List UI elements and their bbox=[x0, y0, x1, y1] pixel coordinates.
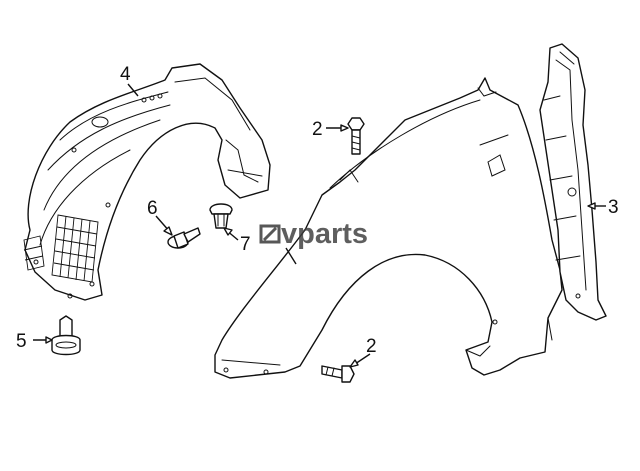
fender-liner[interactable] bbox=[23, 63, 271, 301]
bolt-lower[interactable] bbox=[321, 365, 355, 383]
leader-lines bbox=[33, 83, 606, 368]
push-rivet[interactable] bbox=[209, 203, 233, 229]
fender-bracket[interactable] bbox=[539, 43, 607, 321]
watermark-text: vparts bbox=[281, 218, 368, 250]
watermark-logo-icon bbox=[259, 224, 281, 244]
callout-2-upper: 2 bbox=[312, 119, 323, 140]
bolt-upper[interactable] bbox=[347, 117, 365, 155]
watermark: vparts bbox=[259, 218, 368, 250]
callout-7: 7 bbox=[240, 234, 251, 255]
liner-grid-pattern bbox=[23, 214, 99, 283]
callout-4: 4 bbox=[120, 64, 131, 85]
callout-2-lower: 2 bbox=[366, 336, 377, 357]
callout-6: 6 bbox=[147, 198, 158, 219]
fender-panel[interactable] bbox=[214, 77, 563, 379]
push-clip[interactable] bbox=[51, 315, 81, 356]
screw-with-washer[interactable] bbox=[167, 227, 201, 249]
callout-3: 3 bbox=[608, 197, 619, 218]
callout-5: 5 bbox=[16, 331, 27, 352]
